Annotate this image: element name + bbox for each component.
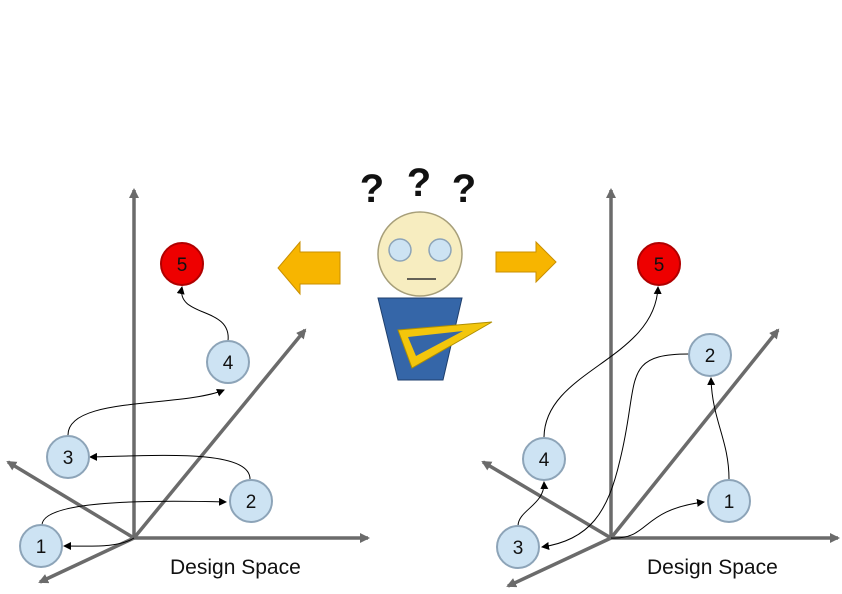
left-node-3-label: 3 — [63, 448, 74, 469]
right-path — [517, 286, 730, 550]
right-edge-1-2 — [707, 377, 730, 480]
right-node-1-label: 1 — [724, 492, 735, 513]
question-mark-1: ? — [360, 167, 384, 211]
right-edge-origin-1 — [610, 498, 705, 539]
left-node-5-goal: 5 — [160, 242, 204, 286]
question-mark-2: ? — [407, 161, 431, 205]
left-node-5-label: 5 — [177, 255, 188, 276]
right-node-4-label: 4 — [539, 450, 550, 471]
left-node-1-label: 1 — [36, 537, 47, 558]
arrow-right-icon — [495, 240, 557, 284]
center-figure: ? ? ? — [277, 161, 557, 381]
right-edge-3-4 — [517, 481, 549, 527]
question-marks: ? ? ? — [360, 161, 476, 211]
right-design-space: 1 2 3 4 5 Design Space — [481, 188, 840, 588]
left-node-1: 1 — [19, 524, 63, 568]
right-node-2: 2 — [688, 333, 732, 377]
left-node-2-label: 2 — [246, 492, 257, 513]
right-node-5-goal: 5 — [637, 242, 681, 286]
right-node-3: 3 — [496, 525, 540, 569]
left-node-4-label: 4 — [223, 353, 234, 374]
left-axis-front — [38, 536, 135, 584]
right-node-5-label: 5 — [654, 255, 665, 276]
right-edge-2-3 — [541, 353, 690, 550]
right-axis-caption: Design Space — [647, 556, 778, 579]
left-edge-1-2 — [41, 497, 227, 527]
left-edge-origin-1 — [63, 537, 135, 551]
right-node-1: 1 — [707, 479, 751, 523]
right-axis-front — [506, 536, 612, 588]
right-node-4: 4 — [522, 437, 566, 481]
right-node-2-label: 2 — [705, 346, 716, 367]
left-node-4: 4 — [206, 340, 250, 384]
left-edge-4-5 — [176, 286, 229, 342]
right-axes — [481, 188, 840, 588]
left-design-space: 1 2 3 4 5 Design Space — [6, 188, 370, 584]
right-edge-4-5 — [543, 286, 662, 438]
left-axes — [6, 188, 370, 584]
left-path — [41, 286, 251, 551]
left-edge-2-3 — [89, 452, 251, 480]
left-axis-diagonal — [132, 328, 307, 540]
left-axis-back — [6, 460, 135, 540]
left-node-3: 3 — [46, 435, 90, 479]
arrow-left-icon — [277, 240, 341, 296]
left-edge-3-4 — [67, 388, 225, 437]
right-axis-diagonal — [609, 328, 780, 540]
question-mark-3: ? — [452, 167, 476, 211]
left-axis-caption: Design Space — [170, 556, 301, 579]
designer-with-set-square-icon — [377, 211, 493, 381]
left-node-2: 2 — [229, 479, 273, 523]
right-node-3-label: 3 — [513, 538, 524, 559]
